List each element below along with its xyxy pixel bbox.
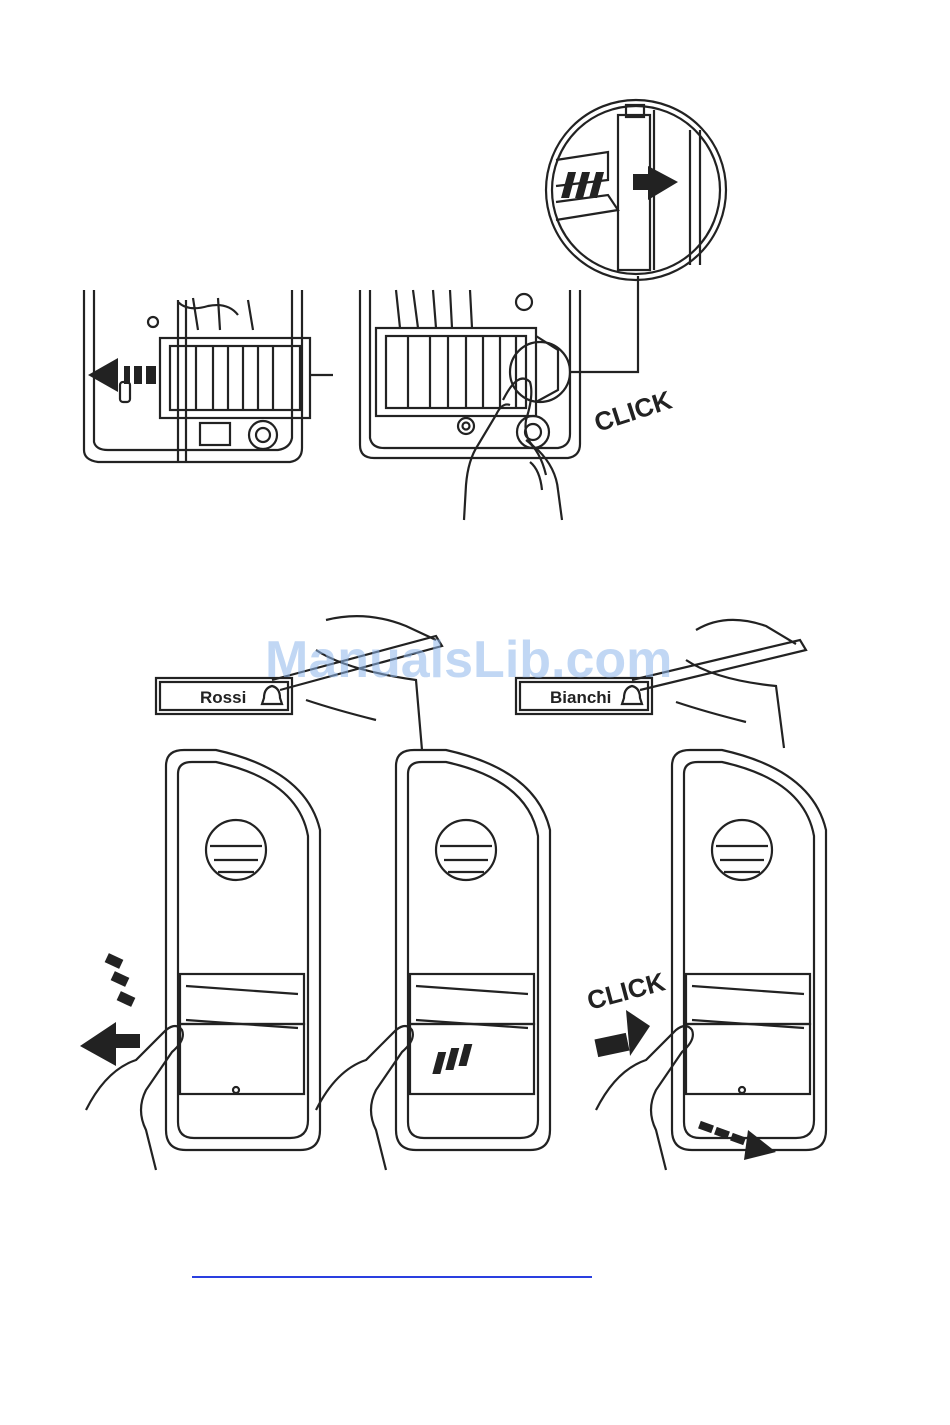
nameplate-left-text: Rossi [200, 688, 246, 707]
detail-callout-circle [510, 342, 570, 402]
slide-arrow-left-icon [88, 358, 156, 392]
click-label-top: CLICK [590, 385, 675, 438]
push-in-arrow-icon [432, 1010, 650, 1074]
nameplate-right-text: Bianchi [550, 688, 611, 707]
hyperlink-underline[interactable] [192, 1276, 592, 1278]
door-panel-2 [396, 750, 550, 1150]
hand-panel-2 [316, 1026, 413, 1170]
pull-out-arrow-icon [80, 953, 140, 1066]
door-panel-1 [166, 750, 320, 1150]
slide-down-arrow-icon [698, 1121, 776, 1160]
module-right [376, 328, 536, 416]
click-label-bottom: CLICK [584, 966, 669, 1016]
module-insertion-illustration: CLICK [78, 90, 748, 530]
door-panel-3 [672, 750, 826, 1150]
module-left [160, 338, 310, 418]
watermark: ManualsLib.com [265, 630, 672, 690]
